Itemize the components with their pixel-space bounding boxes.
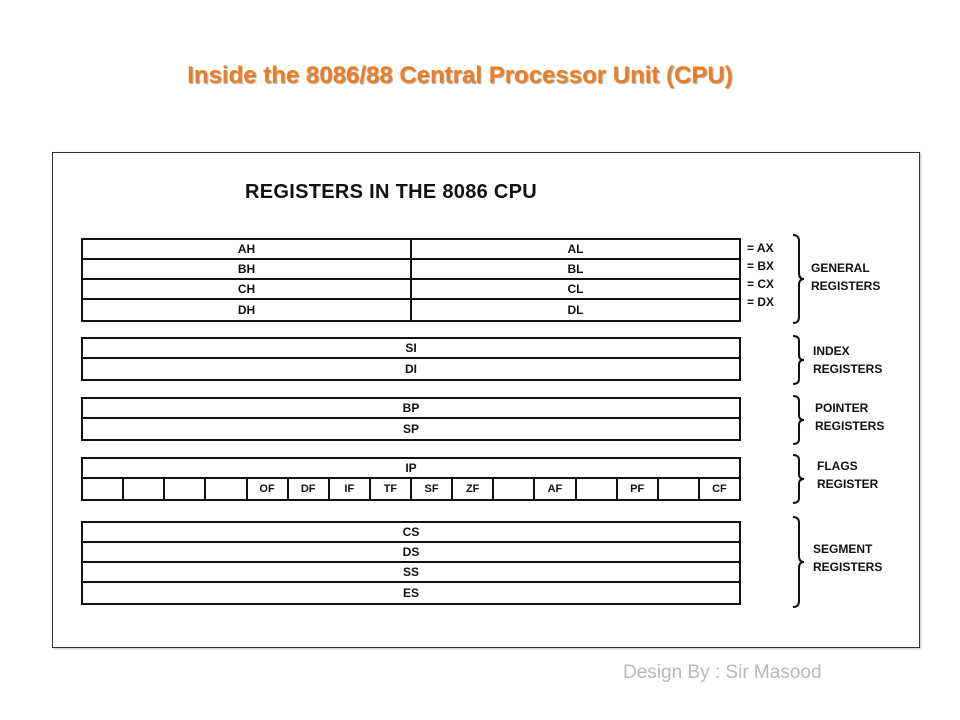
register-row-si: SI — [83, 339, 739, 359]
flag-of: OF — [248, 479, 289, 499]
register-row-cs: CS — [83, 523, 739, 543]
index-label-line2: REGISTERS — [813, 362, 883, 376]
general-registers-label: GENERAL REGISTERS — [811, 259, 880, 295]
flag-cf: CF — [712, 483, 727, 495]
flag-if: IF — [330, 479, 371, 499]
general-label-line2: REGISTERS — [811, 279, 881, 293]
slide-title: Inside the 8086/88 Central Processor Uni… — [187, 62, 733, 89]
register-cs: CS — [402, 525, 420, 539]
register-diagram: REGISTERS IN THE 8086 CPU AH AL BH BL CH… — [52, 152, 920, 648]
pointer-label-line1: POINTER — [815, 401, 869, 415]
segment-label-line1: SEGMENT — [813, 542, 873, 556]
flag-bit-3 — [577, 479, 618, 499]
register-row-ip: IP — [83, 459, 739, 479]
pointer-bracket-icon — [792, 395, 805, 445]
segment-bracket-icon — [792, 516, 805, 608]
flag-bit-13 — [165, 479, 207, 499]
register-cl: CL — [567, 282, 584, 296]
flag-bit-15 — [83, 479, 125, 499]
register-ip: IP — [405, 461, 417, 475]
flags-register-label: FLAGS REGISTER — [817, 457, 878, 493]
pointer-label-line2: REGISTERS — [815, 419, 885, 433]
flags-label-line1: FLAGS — [817, 459, 858, 473]
register-row-ss: SS — [83, 563, 739, 583]
register-row-es: ES — [83, 583, 739, 603]
flag-sf: SF — [412, 479, 454, 499]
eq-label-dx: = DX — [747, 295, 775, 309]
flags-bits-row: OF DF IF TF SF ZF AF PF CF — [83, 479, 739, 499]
general-label-line1: GENERAL — [811, 261, 870, 275]
register-row-sp: SP — [83, 419, 739, 439]
segment-registers-label: SEGMENT REGISTERS — [813, 540, 882, 576]
register-di: DI — [405, 362, 417, 376]
register-es: ES — [402, 586, 419, 600]
register-row-di: DI — [83, 359, 739, 379]
flags-block: IP OF DF IF TF SF ZF AF PF CF — [81, 457, 741, 501]
register-sp: SP — [402, 422, 419, 436]
index-label-line1: INDEX — [813, 344, 850, 358]
eq-label-bx: = BX — [747, 259, 775, 273]
register-row-ax: AH AL — [83, 240, 739, 260]
flag-bit-12 — [206, 479, 248, 499]
register-dl: DL — [567, 303, 584, 317]
flag-tf: TF — [371, 479, 412, 499]
footer-credit: Design By : Sir Masood — [623, 662, 822, 683]
flag-pf: PF — [618, 479, 659, 499]
segment-registers-block: CS DS SS ES — [81, 521, 741, 605]
eq-label-ax: = AX — [747, 241, 774, 255]
register-al: AL — [567, 242, 584, 256]
segment-label-line2: REGISTERS — [813, 560, 883, 574]
index-registers-block: SI DI — [81, 337, 741, 381]
flag-bit-14 — [124, 479, 166, 499]
register-row-dx: DH DL — [83, 300, 739, 320]
flags-bracket-icon — [792, 454, 805, 504]
pointer-registers-label: POINTER REGISTERS — [815, 399, 884, 435]
diagram-title: REGISTERS IN THE 8086 CPU — [245, 181, 538, 203]
pointer-registers-block: BP SP — [81, 397, 741, 441]
flag-zf: ZF — [453, 479, 495, 499]
flag-af: AF — [535, 479, 577, 499]
register-row-bx: BH BL — [83, 260, 739, 280]
eq-label-cx: = CX — [747, 277, 775, 291]
index-registers-label: INDEX REGISTERS — [813, 342, 882, 378]
register-row-bp: BP — [83, 399, 739, 419]
flag-bit-1 — [659, 479, 700, 499]
register-ss: SS — [402, 565, 419, 579]
register-si: SI — [405, 341, 417, 355]
general-registers-block: AH AL BH BL CH CL DH DL — [81, 238, 741, 322]
register-bl: BL — [567, 262, 584, 276]
register-dh: DH — [83, 300, 412, 320]
general-bracket-icon — [792, 234, 805, 324]
flag-bit-5 — [494, 479, 536, 499]
flag-df: DF — [289, 479, 330, 499]
register-ds: DS — [402, 545, 420, 559]
register-row-ds: DS — [83, 543, 739, 563]
index-bracket-icon — [792, 335, 805, 385]
flags-label-line2: REGISTER — [817, 477, 879, 491]
register-bp: BP — [402, 401, 420, 415]
register-ah: AH — [83, 240, 412, 258]
register-row-cx: CH CL — [83, 280, 739, 300]
register-ch: CH — [83, 280, 412, 298]
register-bh: BH — [83, 260, 412, 278]
register-pair-labels: = AX = BX = CX = DX — [747, 239, 807, 311]
